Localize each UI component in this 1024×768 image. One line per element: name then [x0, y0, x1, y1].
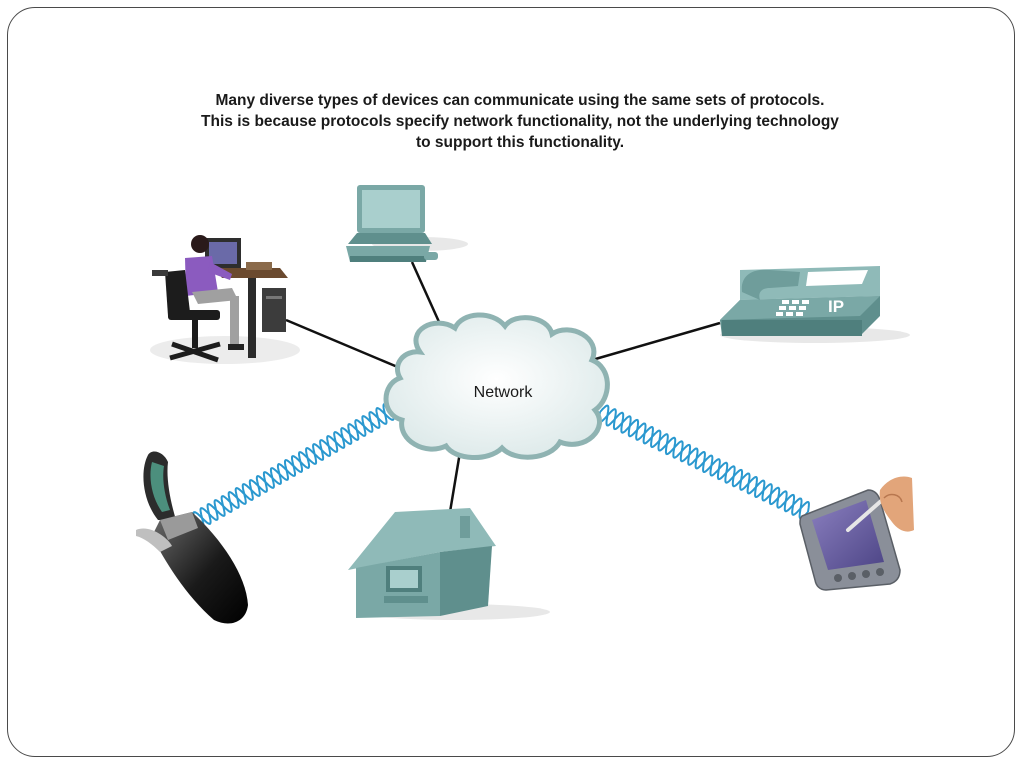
- wave-strand-2: [192, 407, 395, 525]
- link-ip-phone: [591, 321, 721, 362]
- ip-phone-icon: IP: [720, 266, 910, 343]
- cell-phone-icon: [136, 451, 248, 624]
- caption-line-2: This is because protocols specify networ…: [201, 113, 839, 130]
- cloud-icon: [383, 312, 610, 461]
- wireless-link-pda: [598, 404, 810, 520]
- network-cloud: Network: [383, 312, 610, 461]
- desktop-computer-icon: [346, 185, 468, 262]
- wireless-link-cell-phone: [192, 403, 395, 529]
- house-icon: [348, 508, 550, 620]
- caption-line-1: Many diverse types of devices can commun…: [215, 92, 825, 109]
- caption-line-3: to support this functionality.: [415, 134, 625, 151]
- network-label: Network: [474, 384, 534, 401]
- link-workstation: [285, 318, 401, 370]
- pda-icon: [799, 476, 914, 591]
- link-house: [448, 451, 462, 513]
- wave-strand-2: [599, 404, 809, 520]
- diagram-caption: Many diverse types of devices can commun…: [120, 90, 920, 153]
- user-at-workstation-icon: [150, 235, 300, 364]
- ip-badge: IP: [828, 297, 844, 316]
